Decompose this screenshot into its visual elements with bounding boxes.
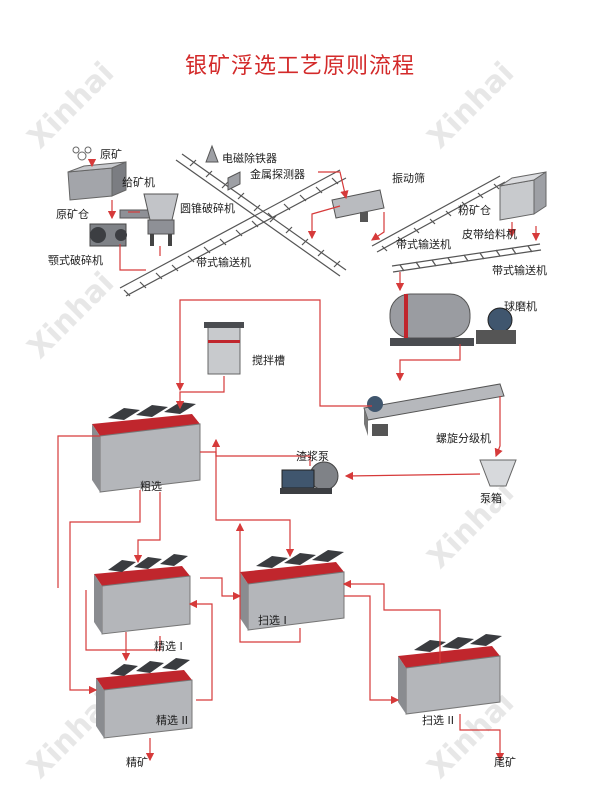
label-belt-feeder: 皮带给料机 [462,228,517,241]
label-vibrating-screen: 振动筛 [392,172,425,185]
diagram-title: 银矿浮选工艺原则流程 [184,54,415,79]
label-tailings: 尾矿 [494,756,516,769]
label-belt-conveyor-1: 带式输送机 [196,256,251,269]
label-pump-box: 泵箱 [480,492,502,505]
label-concentrate: 精矿 [126,756,148,769]
watermark-text-3: Xinhai [21,265,121,365]
flotation-cell-rougher [92,402,201,493]
flotation-cell-cleaner-1 [94,554,191,635]
label-cleaner-1: 精选 I [154,640,183,653]
belt-conveyor-3-graphic [391,243,542,273]
pump-box-graphic [479,459,517,487]
vibrating-screen-graphic [331,189,385,222]
belt-conveyor-cross-graphic [175,153,347,277]
jaw-crusher-graphic [89,223,127,247]
ball-mill-graphic [389,293,516,346]
label-powder-bin: 粉矿仓 [458,204,491,217]
flow-lines [57,158,541,762]
magnetic-separator-icon [205,144,219,163]
label-raw-ore: 原矿 [100,148,122,161]
label-spiral-classifier: 螺旋分级机 [436,432,491,445]
powder-bin-graphic [499,171,547,221]
raw-ore-icon [72,146,92,161]
label-scavenger-2: 扫选 II [422,714,454,727]
watermark-text-4: Xinhai [421,475,521,575]
label-raw-ore-bin: 原矿仓 [56,208,89,221]
belt-conveyor-2-graphic [371,175,506,253]
label-ball-mill: 球磨机 [504,300,537,313]
metal-detector-icon [227,171,241,191]
label-cleaner-2: 精选 II [156,714,188,727]
flotation-cell-scavenger-1 [240,550,345,631]
slurry-pump-graphic [280,461,339,494]
label-belt-conveyor-2: 带式输送机 [396,238,451,251]
label-jaw-crusher: 颚式破碎机 [48,254,103,267]
belt-conveyor-1-graphic [119,169,347,297]
cone-crusher-graphic [143,193,179,246]
label-agitation-tank: 搅拌槽 [252,354,285,367]
agitation-tank-graphic [204,322,244,375]
label-slurry-pump: 渣浆泵 [296,450,329,463]
spiral-classifier-graphic [363,383,505,436]
label-rougher: 粗选 [140,480,162,493]
raw-ore-bin-graphic [67,161,127,201]
flotation-cell-cleaner-2 [96,658,193,739]
flotation-cell-scavenger-2 [398,634,502,715]
label-cone-crusher: 圆锥破碎机 [180,202,235,215]
label-magnetic-separator: 电磁除铁器 [222,152,277,165]
label-scavenger-1: 扫选 I [258,614,287,627]
label-metal-detector: 金属探测器 [250,168,305,181]
label-belt-conveyor-3: 带式输送机 [492,264,547,277]
label-feeder: 给矿机 [122,176,155,189]
